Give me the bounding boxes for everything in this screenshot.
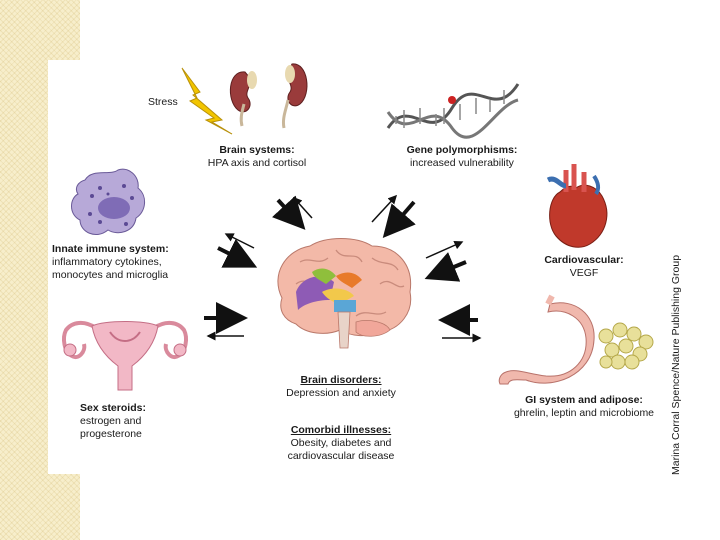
label-brain-disorders: Brain disorders: Depression and anxiety bbox=[274, 374, 408, 400]
label-sex-steroids: Sex steroids: estrogen and progesterone bbox=[80, 402, 146, 441]
label-cardiovascular: Cardiovascular: VEGF bbox=[534, 254, 634, 280]
uterus-icon bbox=[62, 321, 188, 391]
comorbid-sub-2: cardiovascular disease bbox=[287, 450, 395, 462]
brain-disorders-title: Brain disorders: bbox=[300, 374, 382, 386]
immune-title: Innate immune system: bbox=[52, 243, 169, 255]
heart-icon bbox=[546, 164, 608, 248]
gene-sub: increased vulnerability bbox=[410, 157, 514, 169]
lightning-icon bbox=[181, 67, 233, 135]
immune-sub-1: inflammatory cytokines, bbox=[52, 256, 162, 268]
adipose-cells-icon bbox=[598, 322, 654, 370]
cardio-title: Cardiovascular: bbox=[544, 254, 624, 266]
cardio-sub: VEGF bbox=[569, 267, 599, 279]
brain-icon bbox=[277, 238, 412, 349]
brain-systems-title: Brain systems: bbox=[219, 144, 295, 156]
label-comorbid-illnesses: Comorbid illnesses: Obesity, diabetes an… bbox=[274, 424, 408, 463]
label-stress: Stress bbox=[148, 96, 178, 108]
label-gene-polymorphisms: Gene polymorphisms: increased vulnerabil… bbox=[400, 144, 524, 170]
immune-sub-2: monocytes and microglia bbox=[52, 269, 169, 281]
dna-helix-icon bbox=[386, 83, 520, 139]
label-innate-immune: Innate immune system: inflammatory cytok… bbox=[52, 243, 169, 282]
interaction-arrows bbox=[204, 194, 482, 343]
comorbid-sub-1: Obesity, diabetes and bbox=[290, 437, 392, 449]
brain-disorders-sub: Depression and anxiety bbox=[286, 387, 396, 399]
immune-cell-icon bbox=[71, 168, 145, 235]
sex-sub-2: progesterone bbox=[80, 428, 142, 440]
comorbid-title: Comorbid illnesses: bbox=[290, 424, 392, 436]
label-brain-systems: Brain systems: HPA axis and cortisol bbox=[198, 144, 316, 170]
gene-title: Gene polymorphisms: bbox=[406, 144, 518, 156]
stomach-icon bbox=[498, 294, 595, 385]
gi-sub: ghrelin, leptin and microbiome bbox=[513, 407, 655, 419]
brain-systems-sub: HPA axis and cortisol bbox=[207, 157, 307, 169]
gi-title: GI system and adipose: bbox=[525, 394, 643, 406]
figure-credit: Marina Corral Spence/Nature Publishing G… bbox=[670, 254, 682, 475]
sex-title: Sex steroids: bbox=[80, 402, 146, 414]
label-gi-system: GI system and adipose: ghrelin, leptin a… bbox=[500, 394, 668, 420]
sex-sub-1: estrogen and bbox=[80, 415, 142, 427]
kidneys-icon bbox=[229, 63, 308, 129]
